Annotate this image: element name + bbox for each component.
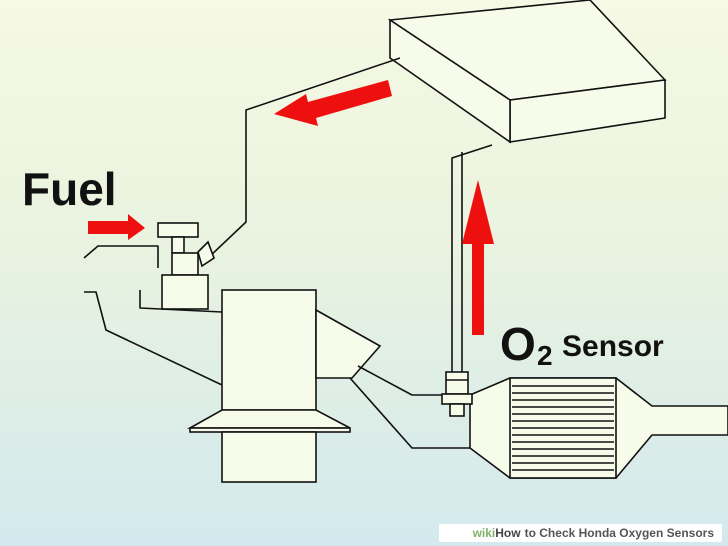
o2-sensor	[441, 371, 473, 417]
intake-lower-line	[84, 291, 223, 386]
watermark-brand-how: How	[495, 526, 521, 540]
o2-sensor-nut	[441, 393, 473, 405]
engine-block	[186, 289, 351, 483]
o2-sensor-tip	[449, 403, 465, 417]
injector-base	[161, 274, 209, 310]
intake-runner	[139, 290, 223, 313]
ecu-box	[387, 0, 667, 144]
watermark-logo: wikiHow	[473, 526, 521, 540]
sensor-label: Sensor	[562, 330, 664, 363]
left-arrow-icon	[274, 80, 392, 126]
o2-subscript: 2	[537, 340, 553, 371]
intake-upper-line	[83, 245, 159, 268]
fuel-injector	[157, 222, 215, 310]
o2-label: O	[500, 318, 536, 370]
fuel-label: Fuel	[22, 163, 117, 215]
ecu-to-injector-wire	[207, 57, 401, 259]
cylinder-head	[221, 289, 317, 411]
catalytic-converter	[469, 377, 728, 479]
watermark-title: to Check Honda Oxygen Sensors	[524, 526, 714, 540]
engine-flange	[186, 409, 351, 429]
converter-element-lines	[512, 385, 614, 471]
injector-cap	[157, 222, 199, 238]
engine-lower-block	[221, 431, 317, 483]
watermark-brand: wiki	[472, 526, 496, 540]
sensor-to-ecu-wire	[451, 144, 493, 372]
watermark-banner: wikiHow to Check Honda Oxygen Sensors	[438, 524, 722, 542]
ecu-box-side	[389, 18, 511, 144]
injector-connector	[197, 240, 215, 268]
exhaust-manifold	[315, 308, 382, 379]
injector-stem	[171, 236, 185, 254]
up-arrow-icon	[462, 180, 494, 335]
o2-sensor-body	[445, 371, 469, 395]
right-arrow-icon	[88, 214, 145, 240]
injector-body	[171, 252, 199, 276]
